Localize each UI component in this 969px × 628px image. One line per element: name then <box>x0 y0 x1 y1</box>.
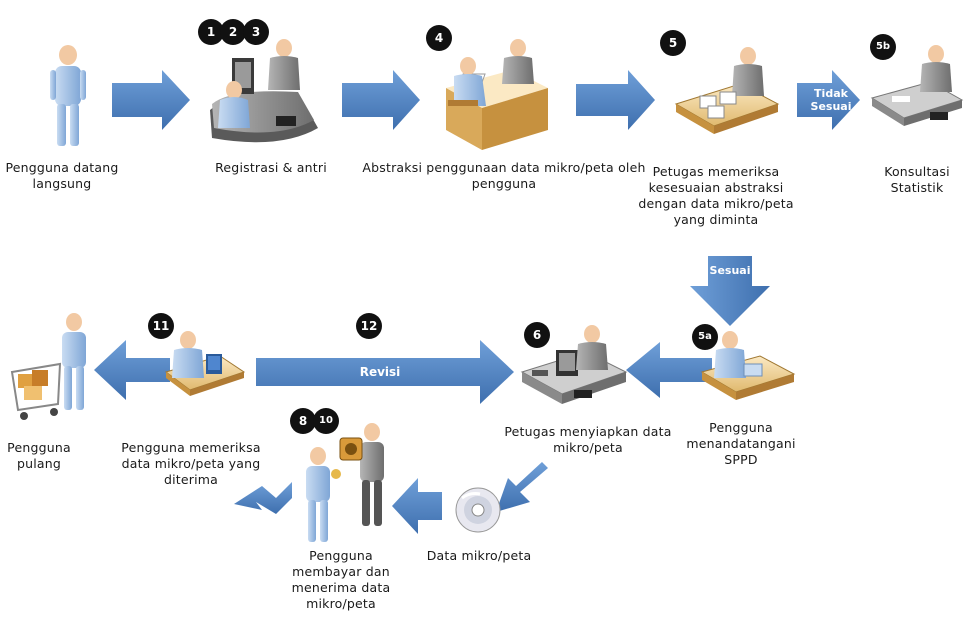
label-pengguna-pulang: Pengguna pulang <box>7 440 71 471</box>
label-pengguna-datang: Pengguna datang langsung <box>5 160 119 191</box>
label-abstraksi: Abstraksi penggunaan data mikro/peta ole… <box>362 160 646 191</box>
arrow-6-to-data <box>496 462 548 512</box>
arrow-data-to-8 <box>392 478 442 534</box>
shopper-figure <box>10 313 86 420</box>
visitor-figure <box>50 45 86 146</box>
badge-6: 6 <box>524 322 550 348</box>
badge-1: 1 <box>198 19 224 45</box>
arrow-5a-to-6 <box>626 342 712 398</box>
arrow-revisi <box>256 340 514 404</box>
label-konsultasi: Konsultasi Statistik <box>884 164 950 195</box>
badge-10: 10 <box>313 408 339 434</box>
arrow-label-tidak-sesuai: Tidak Sesuai <box>810 87 852 113</box>
arrow-label-revisi: Revisi <box>359 365 401 379</box>
arrow-4-to-5 <box>576 70 655 130</box>
consultation-desk <box>870 45 964 126</box>
label-registrasi: Registrasi & antri <box>215 160 327 175</box>
badge-5a: 5a <box>692 324 718 350</box>
badge-5: 5 <box>660 30 686 56</box>
arrow-2-to-4 <box>342 70 420 130</box>
cd-disc <box>455 487 501 533</box>
registration-desk <box>210 39 318 143</box>
label-tandatangan: Pengguna menandatangani SPPD <box>686 420 796 467</box>
arrow-tidak-sesuai <box>797 70 860 130</box>
badge-3: 3 <box>243 19 269 45</box>
label-pengguna-memeriksa: Pengguna memeriksa data mikro/peta yang … <box>121 440 261 487</box>
preparation-desk <box>520 325 628 404</box>
label-petugas-menyiapkan: Petugas menyiapkan data mikro/peta <box>504 424 672 455</box>
signing-desk <box>700 331 796 400</box>
arrow-label-sesuai: Sesuai <box>709 264 751 277</box>
badge-4: 4 <box>426 25 452 51</box>
inspection-desk <box>674 47 780 134</box>
payment-figures <box>306 423 384 542</box>
label-petugas-memeriksa: Petugas memeriksa kesesuaian abstraksi d… <box>638 164 794 227</box>
review-desk <box>164 331 246 396</box>
arrow-11-to-pulang <box>94 340 170 400</box>
badge-11: 11 <box>148 313 174 339</box>
badge-8: 8 <box>290 408 316 434</box>
badge-5b: 5b <box>870 34 896 60</box>
arrow-1-to-2 <box>112 70 190 130</box>
arrow-sesuai <box>690 256 770 326</box>
badge-12: 12 <box>356 313 382 339</box>
badge-2: 2 <box>220 19 246 45</box>
arrow-8-to-11 <box>234 482 292 514</box>
abstraction-desk <box>446 39 548 150</box>
label-pengguna-membayar: Pengguna membayar dan menerima data mikr… <box>291 548 391 611</box>
label-data-mikro: Data mikro/peta <box>426 548 532 563</box>
